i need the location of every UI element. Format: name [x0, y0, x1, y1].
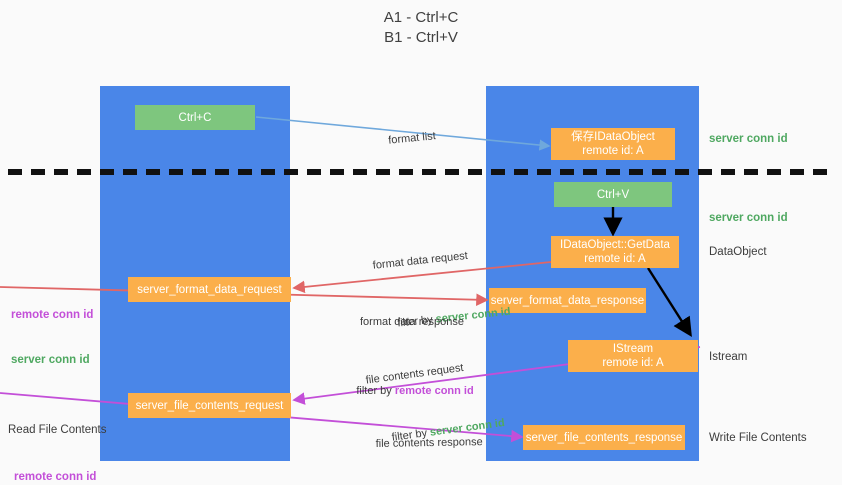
node-save-idataobject-label: 保存IDataObject remote id: A — [571, 131, 655, 157]
label-server-conn-id-mid: server conn id — [709, 212, 788, 224]
node-save-idataobject[interactable]: 保存IDataObject remote id: A — [551, 128, 675, 160]
node-istream-label: IStream remote id: A — [602, 343, 664, 369]
edge-label-format-data-response-text: format data response — [360, 316, 464, 328]
edge-label-format-data-response: format data response filter by remote co… — [356, 285, 473, 444]
label-istream: Istream — [709, 351, 748, 363]
node-server-format-data-response-label: server_format_data_response — [490, 294, 645, 307]
node-server-file-contents-response[interactable]: server_file_contents_response — [523, 425, 685, 450]
node-server-file-contents-request-label: server_file_contents_request — [135, 399, 284, 412]
node-idataobject-getdata-label: IDataObject::GetData remote id: A — [560, 239, 670, 265]
node-idataobject-getdata[interactable]: IDataObject::GetData remote id: A — [551, 236, 679, 268]
label-conn-ids-mid: remote conn id server conn id — [11, 278, 93, 398]
edge-label-file-contents-response: file contents response filter by remote … — [375, 405, 486, 485]
node-istream[interactable]: IStream remote id: A — [568, 340, 698, 372]
label-server-conn-id-top: server conn id — [709, 133, 788, 145]
node-server-format-data-response[interactable]: server_format_data_response — [489, 288, 646, 313]
label-remote-conn-id-mid: remote conn id — [11, 309, 94, 321]
node-server-format-data-request-label: server_format_data_request — [137, 283, 282, 296]
node-server-file-contents-response-label: server_file_contents_response — [525, 431, 683, 444]
edge-label-format-data-request-text: format data request — [372, 249, 469, 272]
label-dataobject: DataObject — [709, 246, 767, 258]
edge-label-file-contents-request-text: file contents request — [365, 361, 465, 387]
node-server-file-contents-request[interactable]: server_file_contents_request — [128, 393, 291, 418]
edge-label-file-contents-response-text: file contents response — [375, 436, 483, 450]
filter-by-text: filter by — [356, 385, 395, 397]
label-remote-conn-id-bottom: remote conn id — [14, 471, 97, 483]
edge-label-format-data-response-filter: filter by remote conn id — [338, 369, 474, 414]
edge-label-format-list-text: format list — [387, 130, 437, 147]
node-ctrl-v-label: Ctrl+V — [596, 188, 630, 201]
node-server-format-data-request[interactable]: server_format_data_request — [128, 277, 291, 302]
edge-label-format-list: format list — [374, 114, 438, 165]
label-server-conn-id-mid-left: server conn id — [11, 354, 90, 366]
node-ctrl-c[interactable]: Ctrl+C — [135, 105, 255, 130]
page-title: A1 - Ctrl+C B1 - Ctrl+V — [383, 9, 459, 46]
node-ctrl-c-label: Ctrl+C — [178, 111, 212, 124]
node-ctrl-v[interactable]: Ctrl+V — [554, 182, 672, 207]
label-read-file-contents: Read File Contents — [8, 424, 107, 436]
label-read-file-contents-group: Read File Contents remote conn id server… — [8, 393, 106, 485]
label-write-file-contents: Write File Contents — [709, 432, 807, 444]
remote-conn-id-text: remote conn id — [394, 385, 474, 397]
